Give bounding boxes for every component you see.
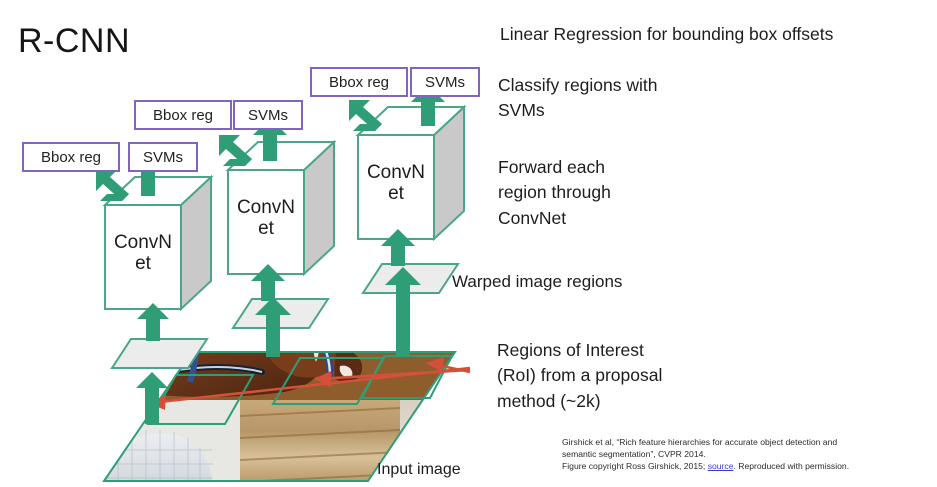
svms-box-3[interactable]: SVMs: [410, 67, 480, 97]
citation: Girshick et al, “Rich feature hierarchie…: [562, 436, 934, 473]
bent-arrow-up-left-icon: [219, 135, 252, 166]
bbox-reg-box-2[interactable]: Bbox reg: [134, 100, 232, 130]
up-arrow-icon: [385, 267, 421, 357]
up-arrow-icon: [251, 264, 285, 301]
green-arrows: [96, 85, 445, 424]
up-arrow-icon: [255, 297, 291, 357]
note-forward-each-region: Forward each region through ConvNet: [498, 157, 611, 228]
bent-arrow-up-left-icon: [96, 170, 129, 201]
bbox-reg-box-1[interactable]: Bbox reg: [22, 142, 120, 172]
citation-permission-text: . Reproduced with permission.: [733, 461, 850, 472]
citation-line-2: semantic segmentation”, CVPR 2014.: [562, 449, 706, 460]
bent-arrow-up-left-icon: [349, 100, 382, 131]
warped-region-planes: [110, 263, 460, 369]
citation-line-1: Girshick et al, “Rich feature hierarchie…: [562, 437, 838, 447]
citation-line-3: Figure copyright Ross Girshick, 2015; so…: [562, 460, 934, 472]
convnet-cube-3: [355, 104, 467, 242]
citation-copyright-text: Figure copyright Ross Girshick, 2015;: [562, 461, 708, 472]
svms-box-1[interactable]: SVMs: [128, 142, 198, 172]
note-regions-of-interest: Regions of Interest (RoI) from a proposa…: [497, 340, 663, 411]
convnet-cube-1: [102, 174, 214, 312]
up-arrow-icon: [136, 372, 168, 424]
svms-box-2[interactable]: SVMs: [233, 100, 303, 130]
note-classify-regions: Classify regions with SVMs: [498, 75, 658, 121]
page-title: R-CNN: [18, 22, 131, 60]
note-linear-regression: Linear Regression for bounding box offse…: [500, 24, 834, 44]
note-input-image: Input image: [377, 461, 461, 478]
up-arrow-icon: [137, 303, 169, 341]
up-arrow-icon: [381, 229, 415, 266]
bbox-reg-box-3[interactable]: Bbox reg: [310, 67, 408, 97]
note-warped-image-regions: Warped image regions: [452, 272, 623, 291]
source-link[interactable]: source: [707, 461, 734, 472]
